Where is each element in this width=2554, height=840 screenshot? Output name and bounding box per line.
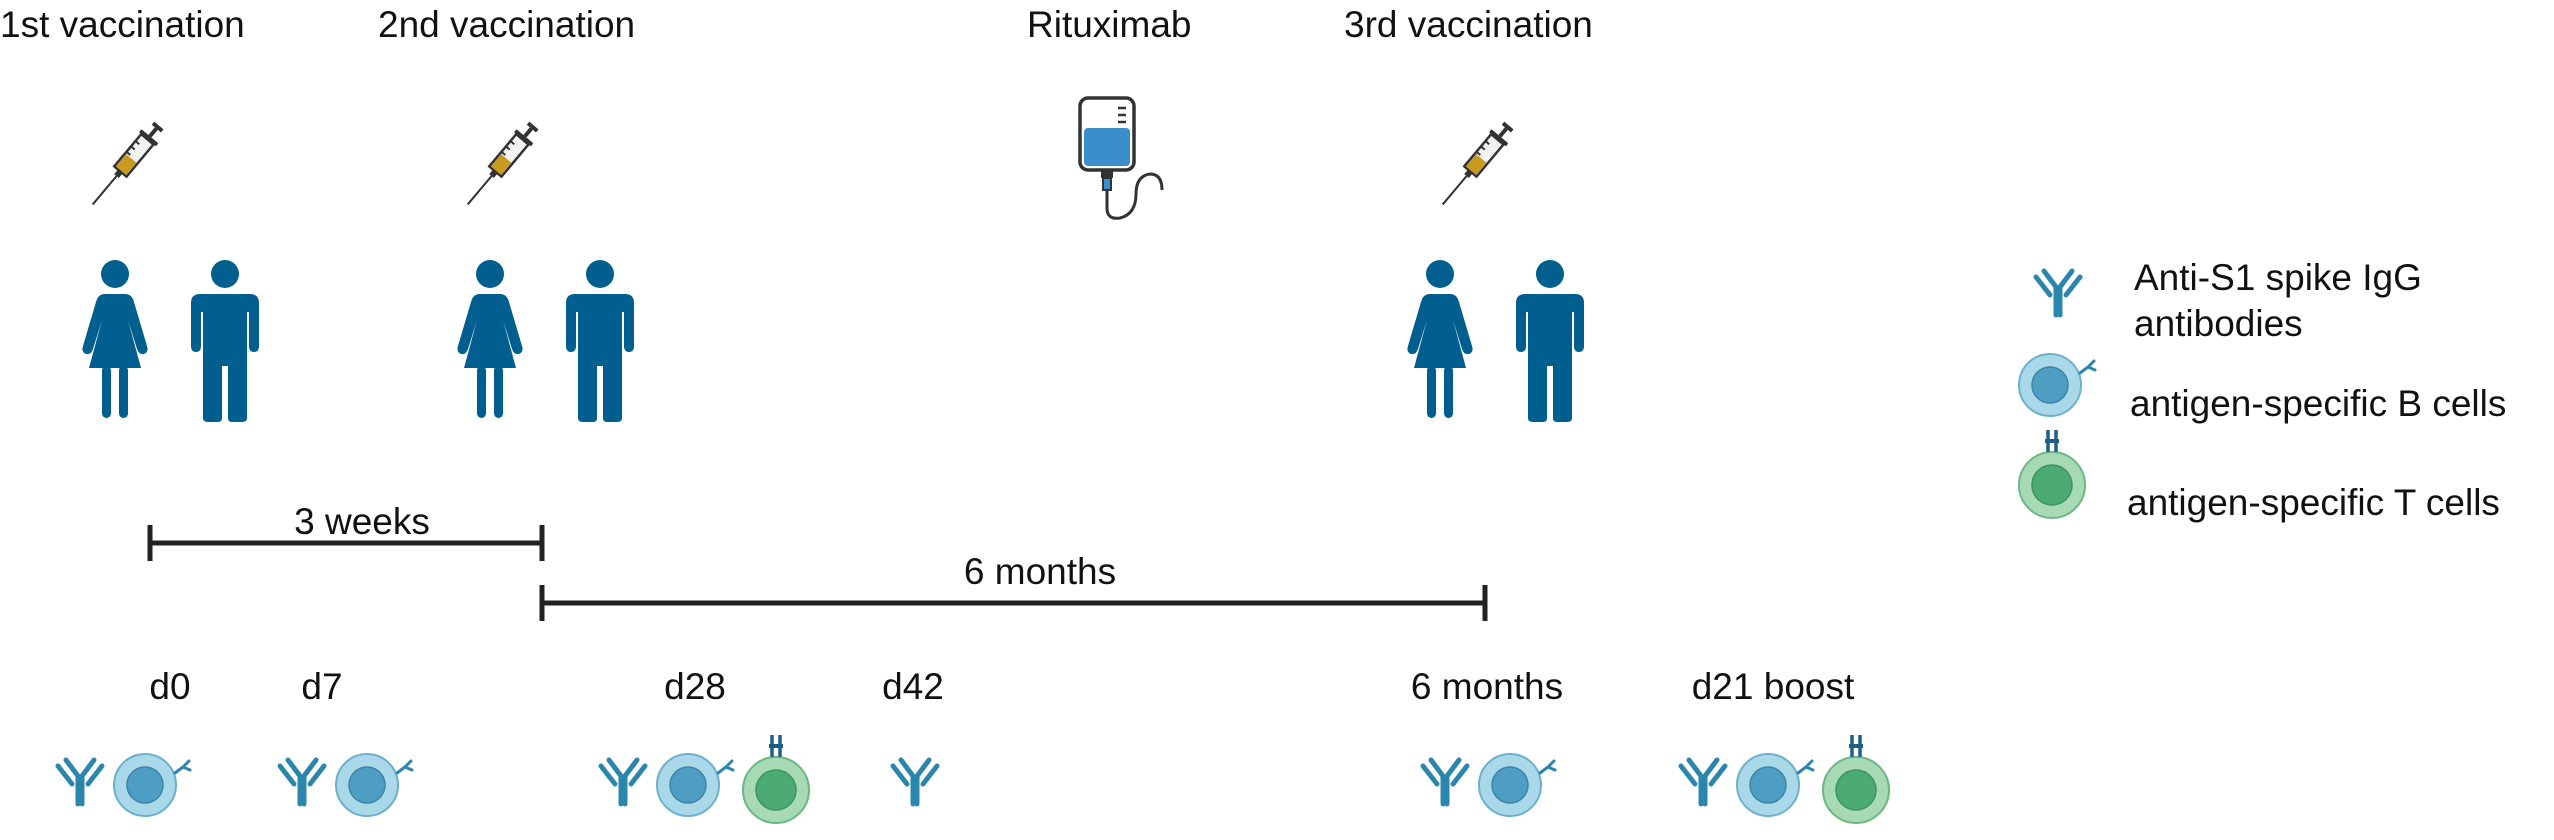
- b-cell-icon: [1735, 752, 1815, 818]
- event-label-2nd-vaccination: 2nd vaccination: [378, 4, 636, 45]
- timepoint-label-d42: d42: [882, 666, 944, 707]
- b-cell-icon: [334, 752, 414, 818]
- male-patient-icon: [1516, 260, 1584, 422]
- t-cell-icon: [741, 733, 811, 825]
- male-patient-icon: [191, 260, 259, 422]
- timepoint-label-d28: d28: [664, 666, 726, 707]
- event-label-3rd-vaccination: 3rd vaccination: [1344, 4, 1593, 45]
- interval-label-6-months: 6 months: [963, 551, 1117, 592]
- antibody-icon: [272, 752, 332, 812]
- event-label-rituximab: Rituximab: [1027, 4, 1192, 45]
- timepoint-label-d0: d0: [149, 666, 191, 707]
- female-patient-icon: [1407, 260, 1473, 418]
- legend-antibody-line1: Anti-S1 spike IgG: [2134, 257, 2422, 298]
- b-cell-icon: [1477, 752, 1557, 818]
- interval-label-3-weeks: 3 weeks: [294, 501, 430, 542]
- legend-antibody-label: Anti-S1 spike IgG antibodies: [2134, 255, 2422, 348]
- legend-b-cell-icon: [2017, 352, 2097, 418]
- t-cell-icon: [1821, 733, 1891, 825]
- female-patient-icon: [457, 260, 523, 418]
- syringe-icon: [83, 117, 169, 213]
- event-label-1st-vaccination: 1st vaccination: [0, 4, 245, 45]
- timepoint-label-d21-boost: d21 boost: [1691, 666, 1855, 707]
- antibody-icon: [885, 752, 945, 812]
- antibody-icon: [1673, 752, 1733, 812]
- timepoint-label-6-months: 6 months: [1410, 666, 1564, 707]
- b-cell-icon: [655, 752, 735, 818]
- syringe-icon: [1433, 117, 1519, 213]
- male-patient-icon: [566, 260, 634, 422]
- female-patient-icon: [82, 260, 148, 418]
- antibody-icon: [50, 752, 110, 812]
- antibody-icon: [593, 752, 653, 812]
- timepoint-label-d7: d7: [301, 666, 343, 707]
- legend-antibody-icon: [2028, 263, 2088, 323]
- syringe-icon: [458, 117, 544, 213]
- legend-antibody-line2: antibodies: [2134, 303, 2303, 345]
- b-cell-icon: [112, 752, 192, 818]
- legend-b-cell-label: antigen-specific B cells: [2130, 383, 2507, 424]
- antibody-icon: [1415, 752, 1475, 812]
- iv-bag-icon: [1078, 96, 1164, 220]
- legend-t-cell-label: antigen-specific T cells: [2127, 482, 2500, 523]
- legend-t-cell-icon: [2017, 428, 2087, 520]
